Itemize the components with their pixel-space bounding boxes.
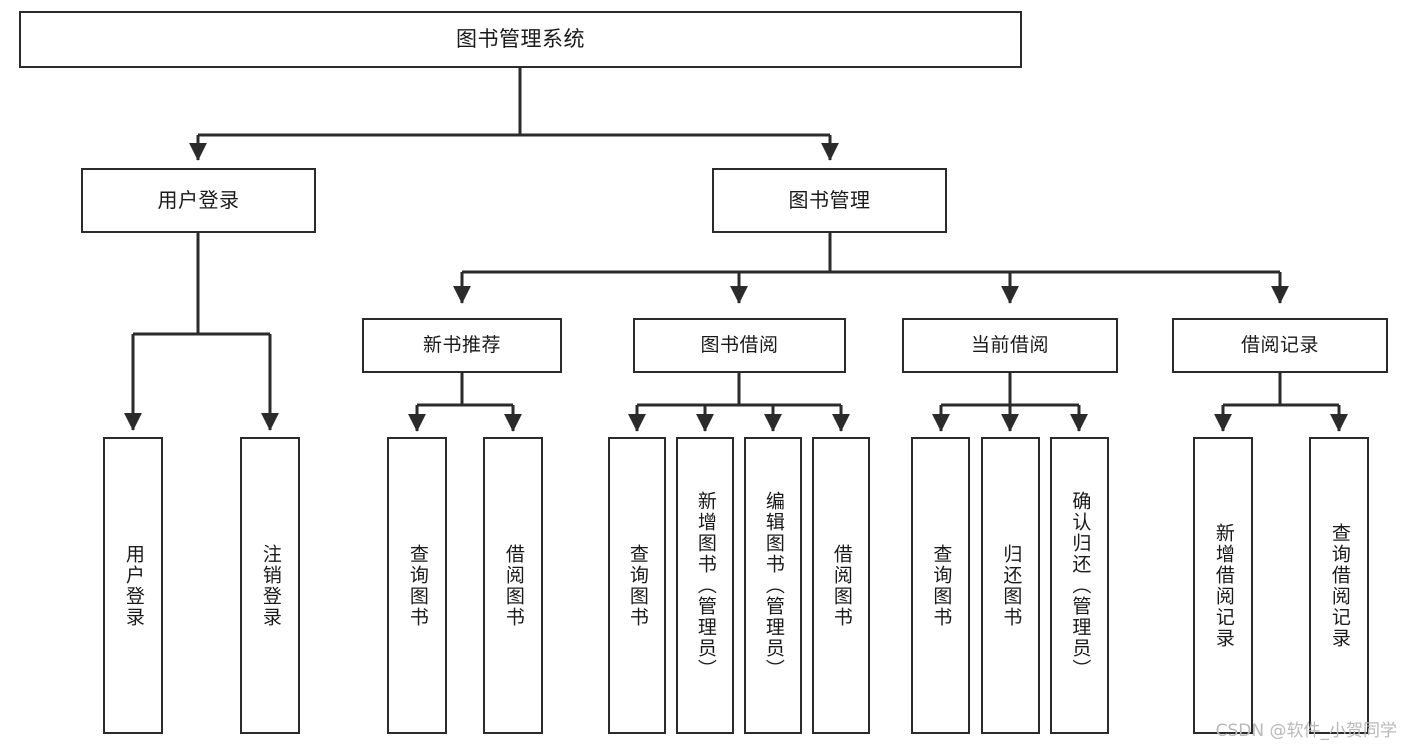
leaf-user-login-logout[interactable]: 注销登录 [240,437,300,734]
leaf-borrow-record-add[interactable]: 新增借阅记录 [1193,437,1253,734]
leaf-new-book-query[interactable]: 查询图书 [387,437,447,734]
node-label: 确认归还（管理员） [1069,491,1092,680]
node-label: 新增借阅记录 [1212,522,1235,649]
leaf-current-borrow-query[interactable]: 查询图书 [911,437,970,734]
node-label: 图书借阅 [700,334,779,357]
node-root-system[interactable]: 图书管理系统 [19,11,1022,68]
node-user-login[interactable]: 用户登录 [81,168,316,233]
node-label: 查询借阅记录 [1328,522,1351,649]
leaf-book-borrow-edit[interactable]: 编辑图书（管理员） [744,437,802,734]
node-label: 用户登录 [122,543,145,628]
leaf-book-borrow-query[interactable]: 查询图书 [608,437,666,734]
node-label: 注销登录 [259,543,282,628]
leaf-book-borrow-borrow[interactable]: 借阅图书 [812,437,870,734]
leaf-current-borrow-confirm[interactable]: 确认归还（管理员） [1050,437,1109,734]
leaf-current-borrow-return[interactable]: 归还图书 [981,437,1040,734]
leaf-new-book-borrow[interactable]: 借阅图书 [483,437,543,734]
node-book-management[interactable]: 图书管理 [712,168,947,233]
csdn-watermark: CSDN @软件_小贺同学 [1215,721,1397,741]
node-new-book-recommend[interactable]: 新书推荐 [362,318,562,373]
node-label: 当前借阅 [970,334,1049,357]
node-label: 用户登录 [157,187,240,212]
node-book-borrow[interactable]: 图书借阅 [633,318,846,373]
node-label: 归还图书 [1000,543,1023,628]
node-label: 查询图书 [930,543,953,628]
node-current-borrow[interactable]: 当前借阅 [902,318,1118,373]
node-label: 借阅记录 [1240,334,1319,357]
node-label: 查询图书 [626,543,649,628]
node-label: 新增图书（管理员） [694,491,717,680]
node-label: 图书管理 [788,187,871,212]
node-label: 图书管理系统 [456,27,585,52]
leaf-book-borrow-add[interactable]: 新增图书（管理员） [676,437,734,734]
node-label: 编辑图书（管理员） [762,491,785,680]
node-label: 新书推荐 [422,334,501,357]
leaf-user-login-login[interactable]: 用户登录 [103,437,163,734]
node-label: 查询图书 [406,543,429,628]
node-label: 借阅图书 [502,543,525,628]
node-label: 借阅图书 [830,543,853,628]
leaf-borrow-record-query[interactable]: 查询借阅记录 [1309,437,1369,734]
node-borrow-record[interactable]: 借阅记录 [1172,318,1388,373]
